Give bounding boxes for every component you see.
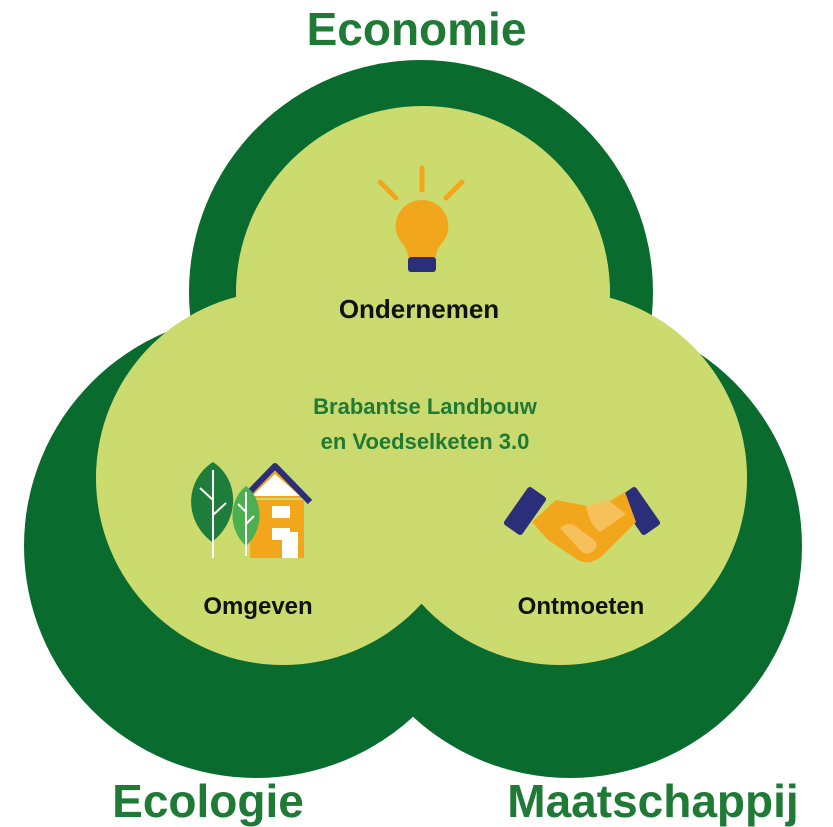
label-ecologie: Ecologie [112, 775, 304, 827]
overlap-tint-top [236, 106, 610, 480]
leaves-house-icon [191, 462, 313, 558]
handshake-icon [503, 487, 661, 563]
lightbulb-icon [377, 165, 465, 272]
center-line-2: en Voedselketen 3.0 [321, 429, 530, 454]
label-ontmoeten: Ontmoeten [518, 593, 645, 620]
label-economie: Economie [306, 3, 527, 55]
center-line-1: Brabantse Landbouw [313, 394, 538, 419]
label-ondernemen: Ondernemen [339, 294, 499, 324]
overlap-tint-right [373, 291, 747, 665]
label-omgeven: Omgeven [203, 593, 312, 620]
label-maatschappij: Maatschappij [507, 775, 799, 827]
circle-ontmoeten [373, 291, 747, 665]
